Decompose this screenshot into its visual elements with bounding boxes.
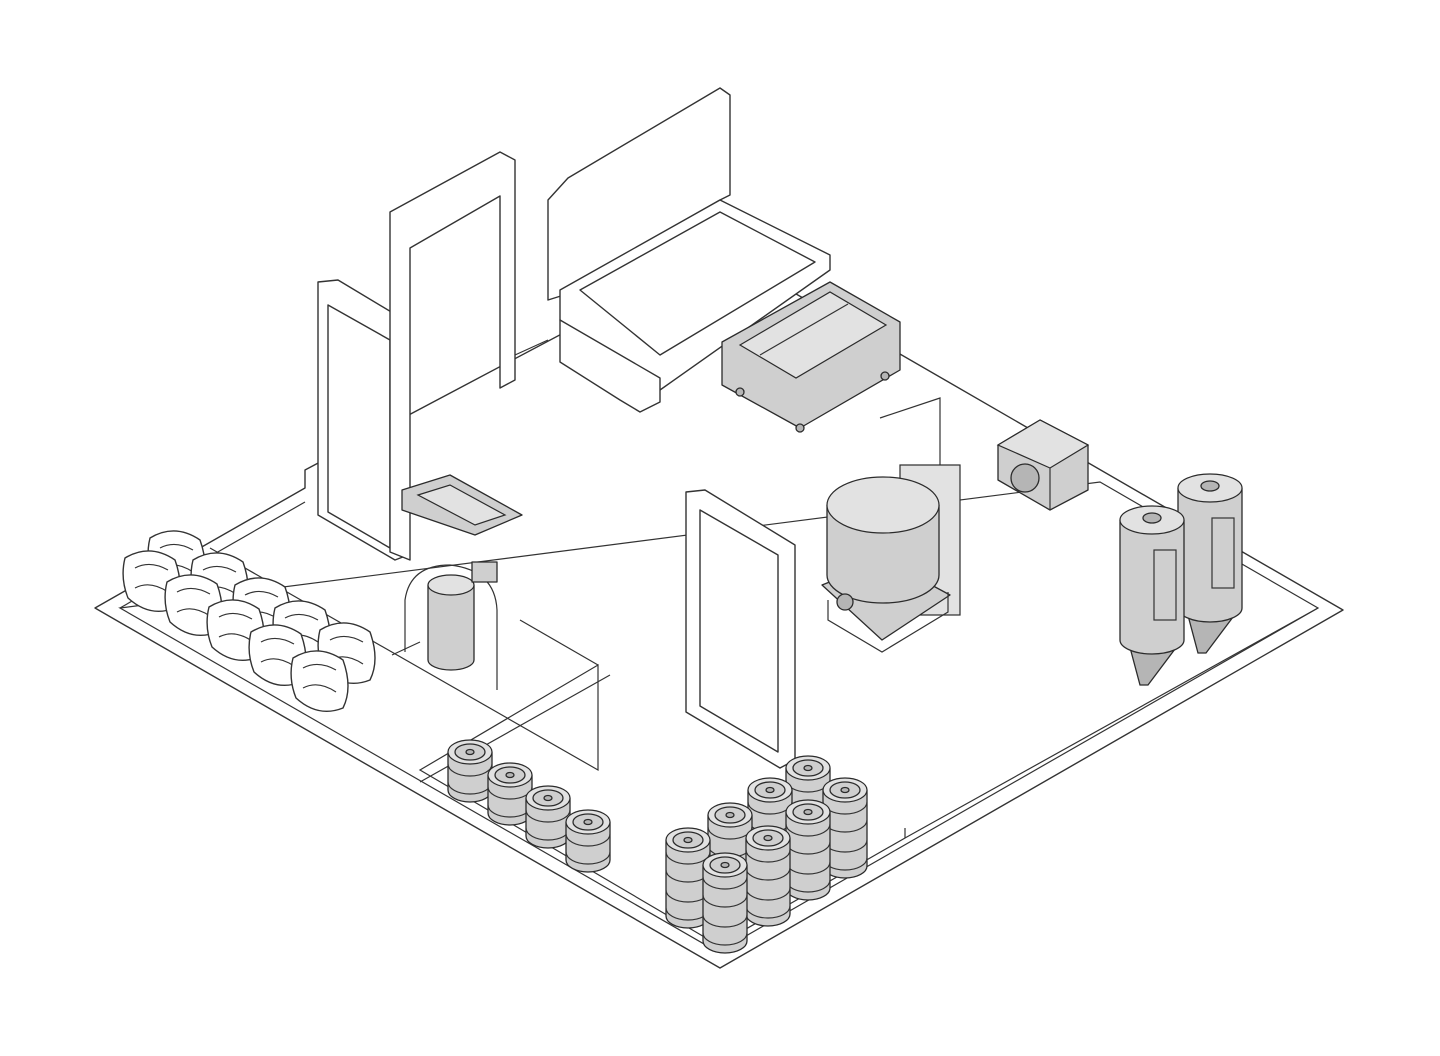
fermenter-tank — [1177, 473, 1243, 654]
keg — [447, 739, 493, 803]
keg — [665, 827, 711, 929]
keg — [565, 809, 611, 873]
brew-kettle — [821, 464, 961, 653]
fermenter-tanks — [1119, 473, 1243, 686]
keg — [785, 799, 831, 901]
fermenter-tank — [1119, 505, 1185, 686]
keg — [525, 785, 571, 849]
grain-mill — [391, 474, 523, 690]
chiller-unit — [996, 419, 1090, 511]
malt-sack — [290, 650, 349, 712]
malt-sacks — [122, 530, 376, 712]
hoist-crane — [879, 397, 941, 480]
walls-and-doorframes — [317, 87, 831, 769]
keg — [702, 852, 748, 954]
keg — [745, 825, 791, 927]
mash-tun-tote — [721, 281, 901, 433]
kegs — [447, 739, 868, 954]
keg — [487, 762, 533, 826]
